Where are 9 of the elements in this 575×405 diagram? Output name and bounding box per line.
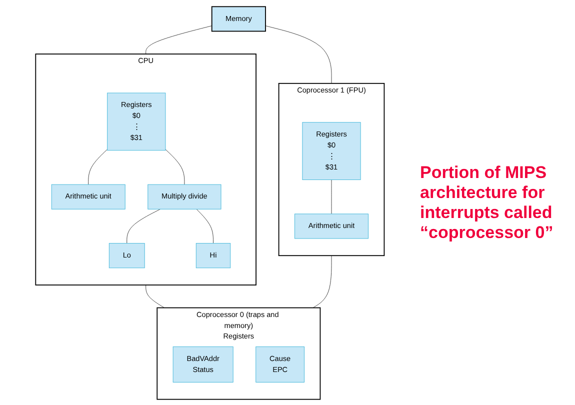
connector	[265, 25, 332, 84]
connector	[146, 284, 165, 308]
connector	[126, 208, 161, 244]
connector	[312, 254, 332, 308]
connector	[88, 148, 108, 184]
connector	[146, 25, 212, 54]
connector	[165, 148, 185, 184]
note-text: Portion of MIPS architecture for interrupts called “coprocessor 0”	[420, 162, 554, 242]
connector	[196, 208, 214, 244]
